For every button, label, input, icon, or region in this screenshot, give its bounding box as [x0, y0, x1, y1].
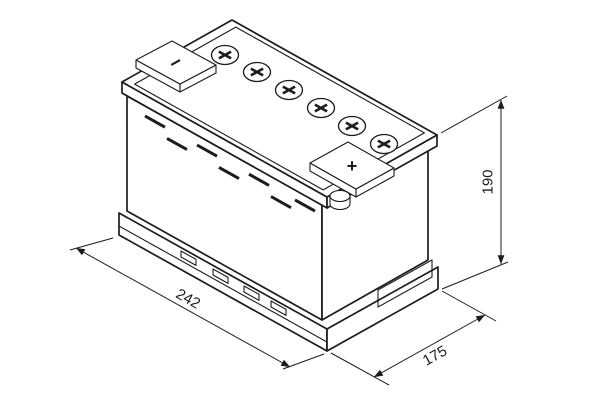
lid-plateau-outline — [134, 26, 425, 191]
negative-pad-top — [135, 40, 217, 85]
dimension-height: 190 — [440, 95, 509, 290]
negative-terminal: − — [135, 40, 217, 93]
extension-line — [440, 95, 508, 134]
terminal-post — [329, 189, 351, 211]
screw-cap-icon — [337, 115, 367, 137]
extension-line — [441, 290, 497, 322]
screw-cap-icon — [210, 44, 240, 66]
dim-length-label: 242 — [173, 285, 203, 312]
positive-terminal: + — [309, 141, 395, 211]
dim-length-line — [75, 247, 291, 368]
dim-depth-line — [373, 314, 486, 378]
extension-line — [330, 352, 390, 386]
screw-cap-icon — [274, 79, 304, 101]
extension-line — [441, 261, 509, 290]
front-face-dashes — [144, 114, 316, 213]
side-clamp-notch — [377, 259, 433, 308]
screw-cap-icon — [369, 133, 399, 155]
positive-pad-top — [309, 141, 395, 190]
dimension-depth: 175 — [330, 290, 497, 386]
screw-cap-icon — [306, 97, 336, 119]
positive-symbol: + — [347, 156, 358, 176]
foot-right-face — [326, 266, 439, 352]
dim-depth-label: 175 — [420, 342, 450, 369]
screw-cap-icon — [242, 61, 272, 83]
dim-height-label: 190 — [480, 169, 497, 194]
